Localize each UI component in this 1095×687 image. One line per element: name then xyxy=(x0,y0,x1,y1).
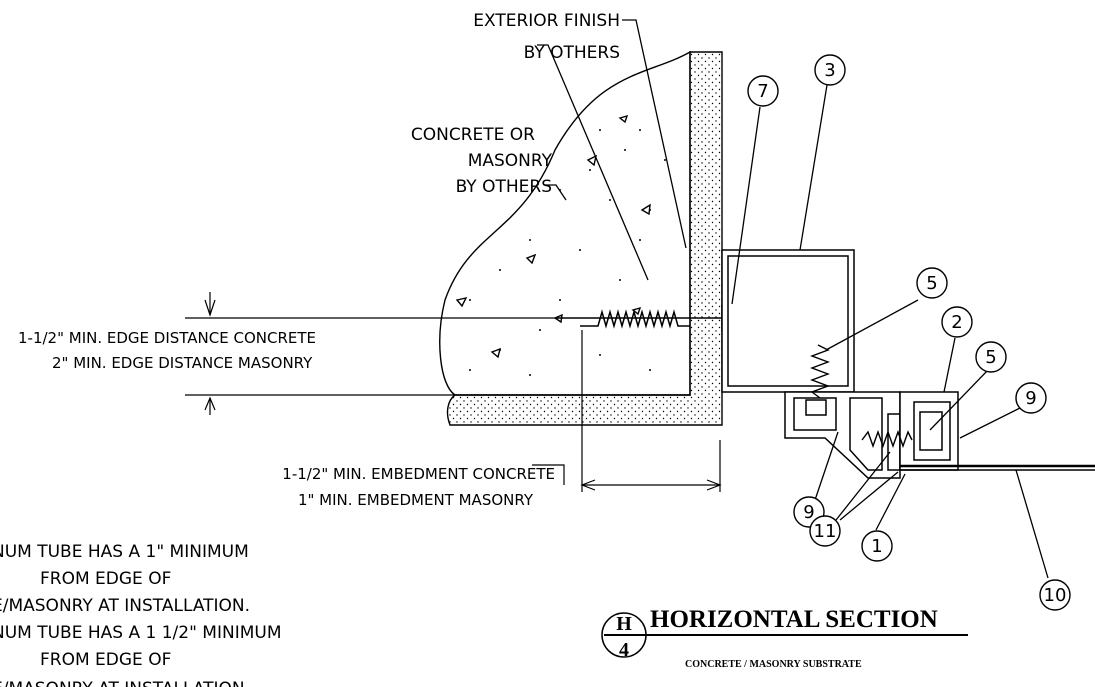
callout-number: 9 xyxy=(1025,388,1036,409)
callout-bubble-11 xyxy=(809,515,841,547)
callout-number: 11 xyxy=(814,521,837,542)
note-line: NUM TUBE HAS A 1" MINIMUM xyxy=(0,542,249,562)
note-line: FROM EDGE OF xyxy=(40,650,171,670)
note-line: E/MASONRY AT INSTALLATION. xyxy=(0,596,250,616)
callout-number: 9 xyxy=(803,502,814,523)
callout-number: 3 xyxy=(824,60,835,81)
title-block: H 4 HORIZONTAL SECTION CONCRETE / MASONR… xyxy=(601,606,968,670)
callout-number: 2 xyxy=(951,312,962,333)
callout-number: 10 xyxy=(1044,585,1067,606)
note-line: NUM TUBE HAS A 1 1/2" MINIMUM xyxy=(0,623,282,643)
note-line: E/MASONRY AT INSTALLATION. xyxy=(0,679,250,687)
callout-bubble-1 xyxy=(861,530,893,562)
concrete-label: BY OTHERS xyxy=(456,177,552,197)
leader-lines xyxy=(537,19,1049,579)
edge-distance-label: 1-1/2" MIN. EDGE DISTANCE CONCRETE xyxy=(18,329,316,347)
drawing-title: HORIZONTAL SECTION xyxy=(650,606,938,633)
callout-number: 5 xyxy=(985,347,996,368)
callout-number: 1 xyxy=(871,536,882,557)
dimension-lines xyxy=(185,292,722,492)
detail-letter: H xyxy=(616,613,632,635)
note-line: FROM EDGE OF xyxy=(40,569,171,589)
callout-bubble-10 xyxy=(1039,579,1071,611)
callout-bubble-5b xyxy=(975,341,1007,373)
callout-bubble-7 xyxy=(747,75,779,107)
callout-bubble-3 xyxy=(814,54,846,86)
exterior-finish-label: EXTERIOR FINISH xyxy=(473,11,620,31)
sheet-number: 4 xyxy=(619,639,629,661)
drawing-subtitle: CONCRETE / MASONRY SUBSTRATE xyxy=(685,659,862,670)
embedment-label: 1" MIN. EMBEDMENT MASONRY xyxy=(298,491,534,509)
glass-panel xyxy=(900,464,1095,471)
edge-distance-label: 2" MIN. EDGE DISTANCE MASONRY xyxy=(52,354,313,372)
concrete-label: CONCRETE OR xyxy=(411,125,535,145)
callout-bubble-9a xyxy=(1015,382,1047,414)
aluminum-tube xyxy=(721,249,855,393)
callout-number: 5 xyxy=(926,273,937,294)
callout-bubble-2 xyxy=(941,306,973,338)
callout-bubble-5a xyxy=(916,267,948,299)
concrete-substrate xyxy=(439,50,691,396)
frame-extrusion xyxy=(784,391,959,479)
concrete-label: MASONRY xyxy=(468,151,553,171)
embedment-label: 1-1/2" MIN. EMBEDMENT CONCRETE xyxy=(282,465,555,483)
frame-screws xyxy=(810,344,913,449)
callout-number: 7 xyxy=(757,81,768,102)
exterior-finish-label: BY OTHERS xyxy=(524,43,620,63)
callout-bubbles xyxy=(747,54,1071,611)
